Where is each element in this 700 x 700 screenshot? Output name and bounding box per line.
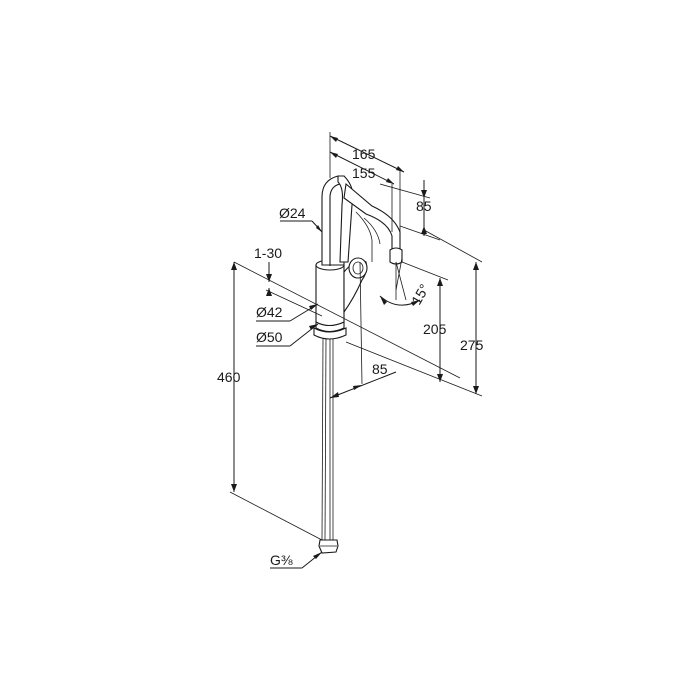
label-275: 275 [460, 337, 484, 353]
dim-1-30 [266, 262, 272, 296]
base-cylinder [315, 264, 345, 327]
supply-hose-left [321, 337, 324, 541]
dim-165-155 [329, 132, 405, 232]
dim-angle-15 [379, 261, 421, 306]
label-d42: Ø42 [256, 304, 283, 320]
label-460: 460 [217, 369, 241, 385]
hose-fitting [318, 539, 339, 554]
dim-460 [229, 262, 323, 541]
leader-d24 [280, 220, 323, 233]
label-155: 155 [352, 165, 376, 181]
faucet-outline [313, 175, 403, 554]
label-165: 165 [352, 146, 376, 162]
label-thread: G⅜ [270, 552, 293, 568]
spout-outlet [389, 247, 403, 265]
leader-d42 [256, 303, 319, 322]
label-d50: Ø50 [256, 329, 283, 345]
dim-205 [395, 257, 449, 382]
label-d24: Ø24 [279, 205, 306, 221]
label-85-bottom: 85 [372, 361, 388, 377]
countertop-line [233, 261, 461, 379]
label-205: 205 [423, 321, 447, 337]
supply-hose-left-inner [324, 337, 327, 541]
dim-85-top [379, 180, 441, 241]
lever-cap [348, 257, 368, 279]
leader-d50 [256, 323, 319, 347]
label-85-top: 85 [416, 198, 432, 214]
dim-275 [345, 229, 483, 397]
label-1-30: 1-30 [254, 245, 282, 261]
leader-thread [270, 551, 323, 569]
dim-85-bottom [329, 261, 397, 399]
